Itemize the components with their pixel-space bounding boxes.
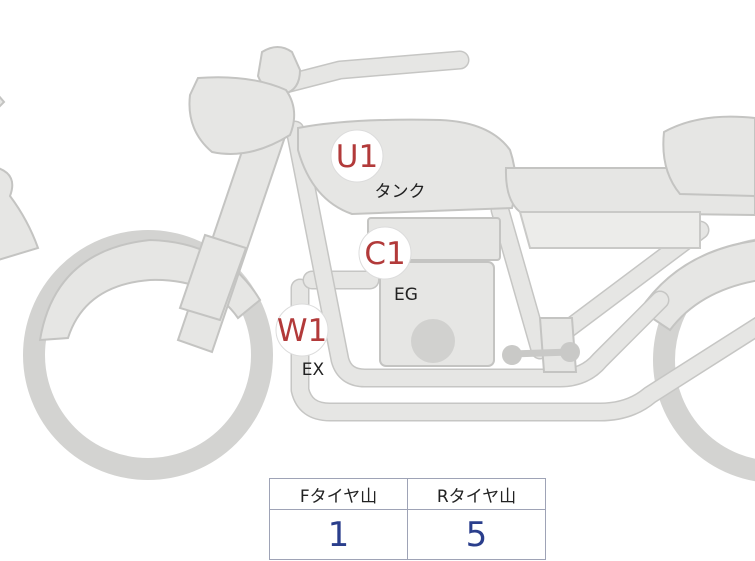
exhaust-pipe-icon bbox=[290, 270, 755, 422]
footrest-icon bbox=[502, 342, 580, 365]
part-code: C1 bbox=[364, 236, 405, 272]
part-desc: EX bbox=[302, 360, 325, 380]
front-tire-header: Fタイヤ山 bbox=[269, 478, 408, 510]
table-header-row: Fタイヤ山 Rタイヤ山 bbox=[269, 478, 546, 510]
tire-tread-table: Fタイヤ山 Rタイヤ山 1 5 bbox=[269, 478, 546, 560]
part-code: W1 bbox=[277, 313, 327, 349]
front-tire-value: 1 bbox=[269, 509, 408, 560]
headlight-icon bbox=[188, 76, 296, 155]
rear-tire-header: Rタイヤ山 bbox=[407, 478, 546, 510]
part-desc: タンク bbox=[375, 182, 426, 202]
part-badge-tank: U1 タンク bbox=[330, 129, 426, 202]
seat-icon bbox=[504, 115, 755, 249]
part-badge-exhaust: W1 EX bbox=[275, 303, 329, 380]
part-desc: EG bbox=[394, 285, 418, 305]
table-row: 1 5 bbox=[269, 509, 546, 560]
rear-tire-value: 5 bbox=[407, 509, 546, 560]
left-edge-fragment bbox=[0, 95, 40, 261]
part-badge-engine: C1 EG bbox=[358, 226, 418, 305]
part-code: U1 bbox=[336, 139, 378, 175]
handlebar bbox=[256, 46, 470, 98]
